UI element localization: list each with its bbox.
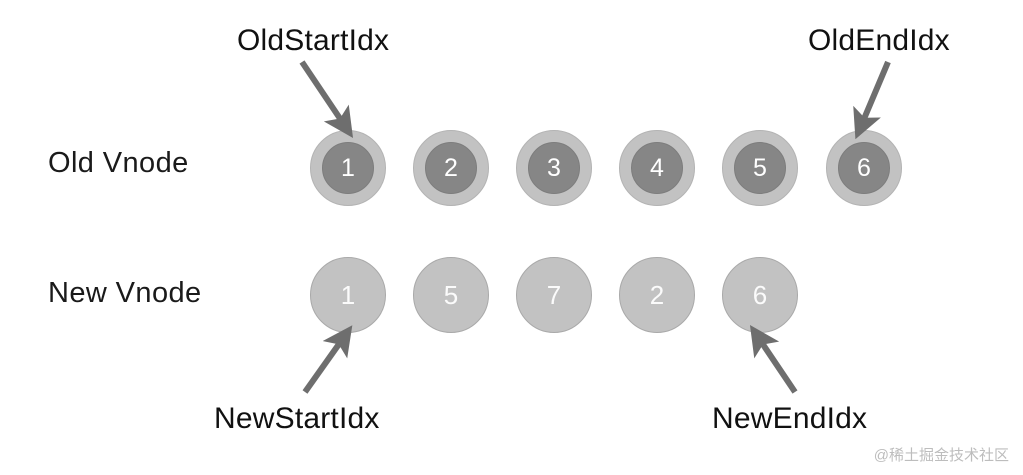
new-start-idx-arrow <box>302 325 353 394</box>
new-vnode-node-0[interactable]: 1 <box>310 257 386 333</box>
old-vnode-row-label: Old Vnode <box>48 147 189 179</box>
old-vnode-node-3-value: 4 <box>650 153 664 182</box>
new-vnode-node-0-value: 1 <box>340 280 356 310</box>
new-start-idx-label: NewStartIdx <box>214 402 380 435</box>
new-vnode-node-2-value: 7 <box>546 280 562 310</box>
old-vnode-node-1-value: 2 <box>444 153 458 182</box>
old-end-idx-label: OldEndIdx <box>808 24 950 57</box>
old-vnode-node-0-inner: 1 <box>322 142 374 194</box>
old-vnode-node-4-inner: 5 <box>734 142 786 194</box>
old-start-idx-arrow <box>299 60 354 138</box>
old-vnode-node-5-value: 6 <box>857 153 871 182</box>
old-vnode-node-2-value: 3 <box>547 153 561 182</box>
old-vnode-node-4[interactable]: 5 <box>722 130 798 206</box>
old-vnode-node-2-inner: 3 <box>528 142 580 194</box>
old-end-idx-arrow <box>853 60 891 140</box>
old-vnode-node-1-inner: 2 <box>425 142 477 194</box>
new-end-idx-arrow <box>749 325 798 394</box>
new-vnode-node-1[interactable]: 5 <box>413 257 489 333</box>
new-vnode-node-3-value: 2 <box>649 280 665 310</box>
new-vnode-node-3[interactable]: 2 <box>619 257 695 333</box>
new-vnode-node-4[interactable]: 6 <box>722 257 798 333</box>
old-vnode-node-5[interactable]: 6 <box>826 130 902 206</box>
new-vnode-row-label: New Vnode <box>48 277 202 309</box>
old-vnode-node-4-value: 5 <box>753 153 767 182</box>
old-start-idx-label: OldStartIdx <box>237 24 390 57</box>
old-vnode-node-1[interactable]: 2 <box>413 130 489 206</box>
old-vnode-node-0-value: 1 <box>341 153 355 182</box>
new-end-idx-label: NewEndIdx <box>712 402 868 435</box>
new-vnode-node-1-value: 5 <box>443 280 459 310</box>
watermark: @稀土掘金技术社区 <box>873 447 1009 464</box>
new-vnode-node-2[interactable]: 7 <box>516 257 592 333</box>
old-vnode-node-5-inner: 6 <box>838 142 890 194</box>
old-vnode-node-3[interactable]: 4 <box>619 130 695 206</box>
old-vnode-node-2[interactable]: 3 <box>516 130 592 206</box>
old-vnode-node-0[interactable]: 1 <box>310 130 386 206</box>
new-vnode-node-4-value: 6 <box>752 280 768 310</box>
old-vnode-node-3-inner: 4 <box>631 142 683 194</box>
